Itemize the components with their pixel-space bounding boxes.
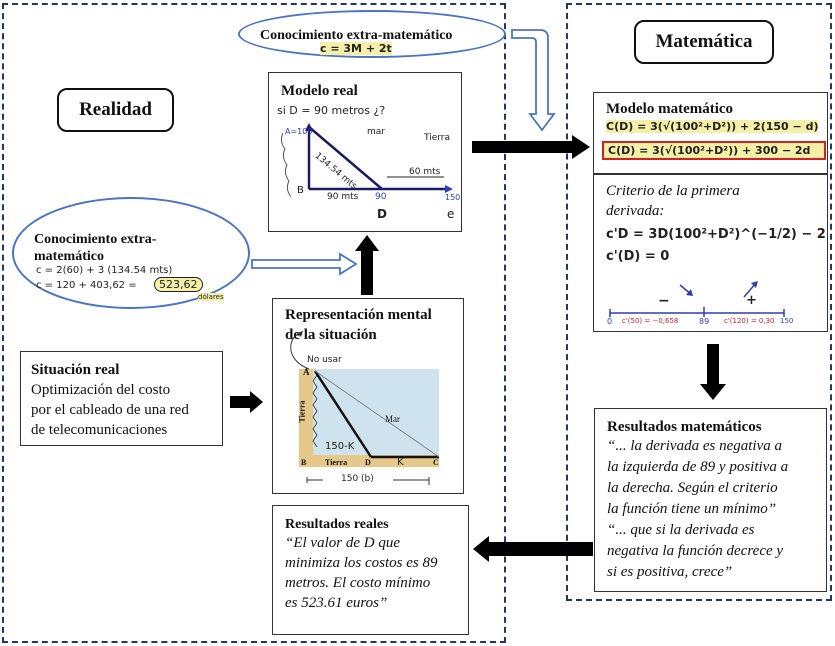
real-model-box: Modelo real si D = 90 metros ¿? A=100 ma… bbox=[268, 72, 462, 232]
mental-representation-box: Representación mental de la situación No… bbox=[272, 298, 464, 494]
real-model-note: si D = 90 metros ¿? bbox=[277, 104, 386, 117]
mental-representation-label-150k: 150-K bbox=[325, 441, 355, 452]
derivative-criterion-title-1: Criterio de la primera bbox=[606, 183, 740, 199]
math-region bbox=[566, 3, 832, 601]
real-model-label-tierra: Tierra bbox=[424, 133, 451, 143]
real-model-base-label: 90 mts bbox=[327, 192, 359, 202]
math-label: Matemática bbox=[634, 20, 774, 64]
math-model-formula-1: C(D) = 3(√(100²+D²)) + 2(150 − d) bbox=[606, 120, 819, 133]
derivative-criterion-axis-89: 89 bbox=[699, 317, 710, 326]
math-model-title: Modelo matemático bbox=[606, 101, 734, 117]
real-results-line-3: metros. El costo mínimo bbox=[285, 575, 431, 591]
real-results-line-2: minimiza los costos es 89 bbox=[285, 555, 438, 571]
derivative-criterion-axis-150: 150 bbox=[780, 317, 794, 325]
reality-label: Realidad bbox=[57, 88, 174, 132]
real-situation-line-1: Optimización del costo bbox=[31, 382, 171, 398]
real-model-label-mar: mar bbox=[367, 127, 385, 137]
derivative-criterion-box: Criterio de la primera derivada: c'D = 3… bbox=[593, 174, 828, 332]
arrow-right-to-representation-icon bbox=[230, 391, 263, 413]
math-results-line-5: “... que si la derivada es bbox=[607, 522, 755, 538]
extra-knowledge-top-title: Conocimiento extra-matemático bbox=[260, 28, 453, 43]
hollow-bent-arrow-icon bbox=[511, 29, 556, 132]
mental-representation-label-d: D bbox=[365, 458, 371, 467]
math-results-line-7: si es positiva, crece” bbox=[607, 564, 733, 580]
real-model-b-label: B bbox=[297, 185, 304, 196]
math-results-line-6: negativa la función decrece y bbox=[607, 543, 784, 559]
real-situation-title: Situación real bbox=[31, 362, 120, 378]
extra-knowledge-left-formula-2-result: 523,62 bbox=[154, 277, 203, 292]
mental-representation-label-tierra-v: Tierra bbox=[297, 400, 307, 423]
derivative-criterion-minus: − bbox=[658, 293, 670, 309]
real-model-sketch bbox=[280, 123, 453, 198]
real-results-line-4: es 523.61 euros” bbox=[285, 595, 388, 611]
mental-representation-label-c: C bbox=[433, 458, 439, 467]
math-results-line-1: “... la derivada es negativa a bbox=[607, 438, 782, 454]
real-model-e-letter: e bbox=[447, 207, 455, 221]
mental-representation-label-150b: 150 (b) bbox=[341, 474, 374, 484]
mental-representation-label-a: A bbox=[303, 367, 310, 377]
real-model-d-value: 90 bbox=[375, 192, 387, 202]
extra-knowledge-top-ellipse: Conocimiento extra-matemático c = 3M + 2… bbox=[238, 10, 506, 58]
derivative-criterion-formula-2: c'(D) = 0 bbox=[606, 249, 670, 264]
math-model-box: Modelo matemático C(D) = 3(√(100²+D²)) +… bbox=[593, 92, 828, 174]
mental-representation-label-tierra-h: Tierra bbox=[325, 458, 348, 467]
real-model-label-a: A=100 bbox=[285, 127, 313, 136]
mental-representation-sketch bbox=[290, 331, 440, 485]
derivative-criterion-right-eval: c'(120) = 0,30 bbox=[724, 317, 775, 325]
math-results-line-2: la izquierda de 89 y positiva a bbox=[607, 459, 789, 475]
real-model-title: Modelo real bbox=[281, 83, 358, 99]
real-model-d-letter: D bbox=[377, 207, 387, 221]
arrow-right-to-math-model-icon bbox=[472, 135, 590, 159]
extra-knowledge-top-formula: c = 3M + 2t bbox=[320, 42, 392, 55]
real-model-seg-label: 60 mts bbox=[409, 167, 441, 177]
math-results-title: Resultados matemáticos bbox=[607, 419, 762, 435]
extra-knowledge-left-ellipse: Conocimiento extra- matemático c = 2(60)… bbox=[12, 197, 250, 309]
extra-knowledge-left-title-1: Conocimiento extra- bbox=[34, 232, 157, 247]
math-results-box: Resultados matemáticos “... la derivada … bbox=[594, 408, 827, 592]
arrow-down-to-math-results-icon bbox=[700, 344, 726, 400]
math-results-line-4: la función tiene un mínimo” bbox=[607, 501, 777, 517]
real-situation-box: Situación real Optimización del costo po… bbox=[20, 351, 223, 446]
derivative-criterion-left-eval: c'(50) = −0,658 bbox=[622, 317, 679, 325]
extra-knowledge-left-formula-2-prefix: c = 120 + 403,62 = bbox=[36, 280, 137, 291]
real-results-line-1: “El valor de D que bbox=[285, 535, 400, 551]
extra-knowledge-left-formula-1: c = 2(60) + 3 (134.54 mts) bbox=[36, 265, 173, 276]
derivative-criterion-title-2: derivada: bbox=[606, 203, 665, 219]
hollow-right-arrow-icon bbox=[251, 252, 358, 276]
mental-representation-label-mar: Mar bbox=[385, 414, 400, 424]
real-model-e-value: 150 bbox=[445, 193, 461, 202]
real-results-title: Resultados reales bbox=[285, 517, 389, 532]
arrow-up-to-real-model-icon bbox=[355, 235, 379, 295]
mental-representation-note: No usar bbox=[307, 355, 342, 365]
mental-representation-title-2: de la situación bbox=[285, 327, 377, 343]
mental-representation-title-1: Representación mental bbox=[285, 307, 432, 323]
extra-knowledge-left-unit: dólares bbox=[198, 293, 224, 301]
real-results-box: Resultados reales “El valor de D que min… bbox=[272, 505, 469, 635]
reality-region bbox=[2, 3, 506, 643]
real-situation-line-3: de telecomunicaciones bbox=[31, 422, 168, 438]
mental-representation-label-b: B bbox=[301, 458, 307, 467]
math-model-formula-2: C(D) = 3(√(100²+D²)) + 300 − 2d bbox=[602, 141, 827, 160]
mental-representation-label-k: K bbox=[397, 457, 404, 468]
derivative-criterion-formula-1: c'D = 3D(100²+D²)^(−1/2) − 2 bbox=[606, 227, 826, 242]
derivative-criterion-axis-0: 0 bbox=[607, 317, 613, 326]
math-results-line-3: la derecha. Según el criterio bbox=[607, 480, 778, 496]
arrow-left-to-real-results-icon bbox=[473, 536, 593, 562]
extra-knowledge-left-title-2: matemático bbox=[34, 249, 104, 264]
real-situation-line-2: por el cableado de una red bbox=[31, 402, 189, 418]
sign-chart bbox=[609, 281, 785, 317]
derivative-criterion-plus: + bbox=[746, 293, 757, 308]
